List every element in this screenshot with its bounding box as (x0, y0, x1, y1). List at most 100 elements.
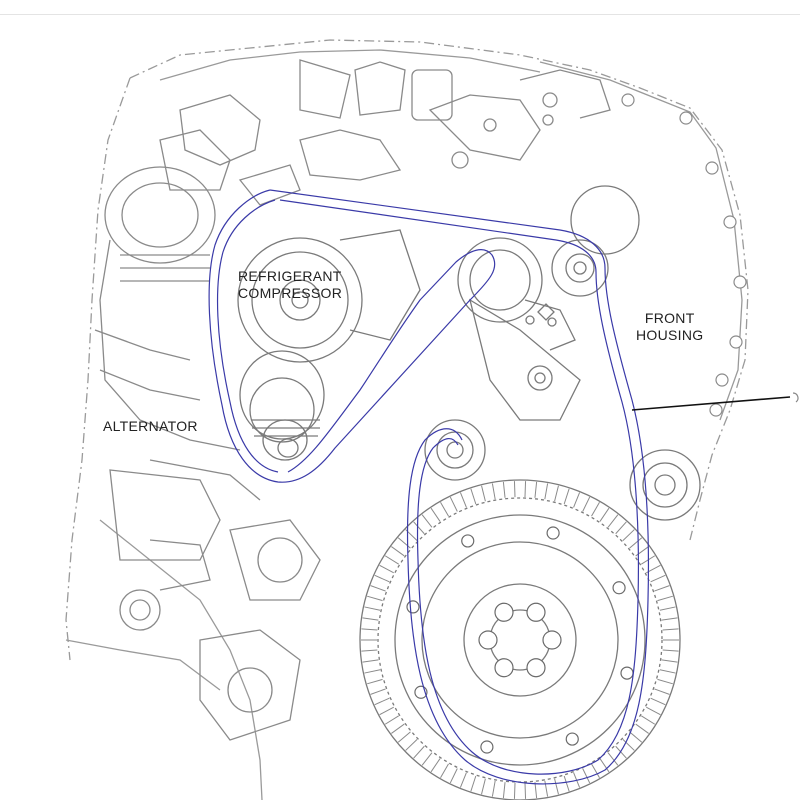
damper-bolts (406, 526, 634, 754)
ring-gear-tooth (662, 628, 679, 631)
ring-gear-tooth (599, 758, 610, 773)
ring-gear-tooth (459, 772, 467, 788)
damper-bolt (461, 534, 475, 548)
ring-gear-tooth (534, 782, 538, 799)
ring-gear-tooth (563, 775, 570, 792)
ring-gear-tooth (661, 617, 678, 621)
ring-gear-tooth (364, 606, 381, 611)
ring-gear-tooth (421, 752, 433, 766)
ring-gear-tooth (544, 780, 549, 797)
ring-gear-tooth (440, 763, 449, 778)
alternator-body (94, 166, 261, 501)
label-refrigerant-compressor: REFRIGERANT COMPRESSOR (238, 268, 342, 302)
damper-bolt (542, 630, 562, 650)
damper-bolt (612, 581, 626, 595)
damper-bolt (406, 600, 420, 614)
ring-gear-tooth (413, 745, 425, 759)
top-divider (0, 14, 800, 15)
idler-pulleys (424, 185, 640, 481)
ring-gear-tooth (362, 617, 379, 621)
ring-gear-tooth (661, 659, 678, 663)
upper-brackets (159, 59, 611, 206)
ring-gear-tooth (641, 715, 656, 725)
ring-gear-tooth (370, 585, 386, 592)
front-housing-bolts (621, 93, 747, 417)
ring-gear-tooth (391, 723, 405, 734)
ring-gear-tooth (554, 778, 559, 795)
ring-gear-tooth (397, 537, 411, 549)
ring-gear-tooth (481, 485, 486, 502)
ring-gear-tooth (421, 514, 433, 528)
ring-gear-tooth (491, 780, 496, 797)
engine-block-outline (65, 39, 749, 800)
ring-gear-tooth (582, 496, 591, 512)
damper-bolt (478, 630, 498, 650)
label-front-housing-line2: HOUSING (636, 327, 704, 343)
ring-gear-tooth (470, 775, 477, 792)
ring-gear-tooth (405, 738, 418, 751)
damper-bolt (480, 740, 494, 754)
damper-bolt (620, 666, 634, 680)
ring-gear-tooth (635, 546, 649, 557)
damper-bolt (526, 658, 546, 678)
ring-gear-tooth (384, 715, 399, 725)
ring-gear-tooth (622, 738, 635, 751)
ring-gear-tooth (361, 628, 378, 631)
ring-gear-tooth (362, 659, 379, 663)
ring-gear-tooth (513, 481, 516, 498)
ring-gear-tooth (591, 502, 600, 517)
ring-gear-tooth (599, 507, 610, 522)
ring-gear-tooth (459, 492, 467, 508)
label-front-housing: FRONT HOUSING (636, 310, 703, 344)
damper-bolt (565, 732, 579, 746)
right-hub (629, 449, 701, 521)
ring-gear-tooth (650, 574, 666, 583)
ring-gear-tooth (481, 778, 486, 795)
ring-gear-tooth (654, 688, 670, 695)
ring-gear-tooth (524, 782, 527, 799)
ring-gear-tooth (513, 782, 516, 799)
ring-gear-tooth (659, 669, 676, 674)
ring-gear-tooth (379, 706, 394, 716)
ring-gear-tooth (591, 763, 600, 778)
ring-gear-tooth (470, 488, 477, 505)
ring-gear-tooth (615, 745, 627, 759)
ring-gear-tooth (534, 481, 538, 498)
ring-gear-tooth (607, 752, 619, 766)
ring-gear-tooth (374, 697, 390, 706)
ring-gear-tooth (449, 496, 458, 512)
ring-gear-tooth (370, 688, 386, 695)
ring-gear-tooth (654, 585, 670, 592)
label-refrigerant-compressor-line2: COMPRESSOR (238, 285, 343, 301)
ring-gear-tooth (491, 483, 496, 500)
ring-gear-tooth (397, 731, 411, 743)
leader-line (631, 396, 791, 411)
ring-gear-tooth (554, 485, 559, 502)
compressor-pulley (237, 229, 421, 363)
ring-gear-tooth (635, 723, 649, 734)
ring-gear-tooth (440, 502, 449, 517)
ring-gear-tooth (384, 555, 399, 565)
ring-gear-tooth (391, 546, 405, 557)
damper-bolt (494, 658, 514, 678)
label-front-housing-line1: FRONT (644, 310, 695, 326)
ring-gear-tooth (361, 649, 378, 652)
ring-gear-tooth (379, 564, 394, 574)
damper-bolt (526, 602, 546, 622)
drive-belt (208, 189, 650, 785)
ring-gear-tooth (367, 678, 383, 685)
ring-gear-tooth (430, 507, 441, 522)
ring-gear-tooth (629, 731, 643, 743)
lower-left-components (109, 469, 321, 741)
ring-gear-tooth (629, 537, 643, 549)
ring-gear-tooth (582, 768, 591, 784)
ring-gear-tooth (657, 595, 673, 602)
damper-bolt (546, 526, 560, 540)
damper-bolt (494, 602, 514, 622)
ring-gear-teeth (361, 481, 679, 799)
ring-gear-tooth (413, 521, 425, 535)
ring-gear-tooth (622, 529, 635, 542)
alternator-pulley (239, 350, 325, 461)
leader-end-mark (792, 392, 799, 403)
